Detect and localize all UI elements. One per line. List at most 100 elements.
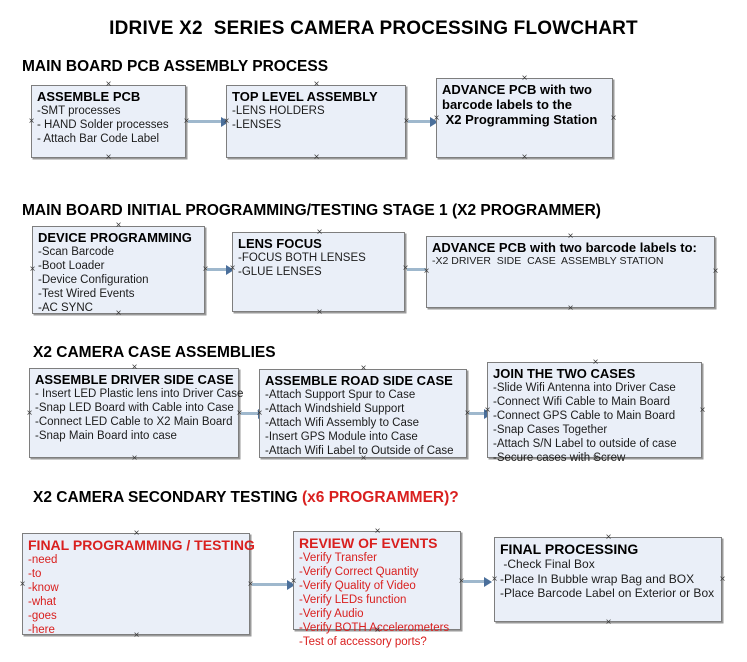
box-line: -Attach Wifi Label to Outside of Case (265, 445, 454, 457)
box-line: -Snap LED Board with Cable into Case (35, 402, 234, 414)
selection-handle-bottom[interactable] (520, 153, 529, 162)
box-line: -Place Barcode Label on Exterior or Box (500, 586, 715, 600)
connector-line (407, 268, 431, 271)
box-line: -Device Configuration (38, 274, 149, 286)
selection-handle-top[interactable] (130, 363, 139, 372)
box-line: - Insert LED Plastic lens into Driver Ca… (35, 388, 244, 400)
selection-handle-left[interactable] (18, 580, 27, 589)
selection-handle-top[interactable] (604, 533, 613, 542)
selection-handle-left[interactable] (28, 265, 37, 274)
process-box-lens-focus[interactable]: LENS FOCUS -FOCUS BOTH LENSES -GLUE LENS… (232, 232, 405, 312)
process-box-final-processing[interactable]: FINAL PROCESSING -Check Final Box -Place… (494, 537, 722, 622)
selection-handle-left[interactable] (432, 114, 441, 123)
selection-handle-top[interactable] (312, 80, 321, 89)
selection-handle-right[interactable] (609, 114, 618, 123)
process-box-device-programming[interactable]: DEVICE PROGRAMMING -Scan Barcode -Boot L… (32, 226, 205, 314)
process-box-final-programming-testing[interactable]: FINAL PROGRAMMING / TESTING -need -to -k… (22, 533, 255, 636)
selection-handle-left[interactable] (289, 577, 298, 586)
box-line: -Verify BOTH Accelerometers (299, 622, 450, 634)
box-line: -what (28, 596, 57, 608)
box-line: -here (28, 624, 55, 636)
process-box-assemble-driver-side-case[interactable]: ASSEMBLE DRIVER SIDE CASE - Insert LED P… (29, 368, 244, 458)
box-line: - Attach Bar Code Label (37, 133, 160, 145)
box-title: FINAL PROCESSING (500, 541, 639, 557)
box-line: -Place In Bubble wrap Bag and BOX (500, 571, 695, 586)
box-title: LENS FOCUS (238, 236, 322, 251)
box-title-line3: X2 Programming Station (442, 112, 598, 127)
connector-line (188, 120, 224, 123)
box-title: ADVANCE PCB with two barcode labels to: (432, 240, 697, 255)
process-box-assemble-road-side-case[interactable]: ASSEMBLE ROAD SIDE CASE -Attach Support … (259, 369, 467, 458)
connector-line (408, 120, 433, 123)
section-heading-text: X2 CAMERA SECONDARY TESTING (33, 489, 302, 506)
selection-handle-top[interactable] (104, 80, 113, 89)
box-line: -Insert GPS Module into Case (265, 431, 418, 443)
connector-line (252, 583, 290, 586)
selection-handle-left[interactable] (483, 406, 492, 415)
box-title: ASSEMBLE PCB (37, 89, 141, 104)
section-heading-x2-camera-secondary-testing: X2 CAMERA SECONDARY TESTING (x6 PROGRAMM… (33, 489, 459, 507)
page-title: IDRIVE X2 SERIES CAMERA PROCESSING FLOWC… (109, 18, 638, 39)
box-title: JOIN THE TWO CASES (493, 366, 636, 381)
selection-handle-bottom[interactable] (130, 454, 139, 463)
selection-handle-bottom[interactable] (114, 309, 123, 318)
selection-handle-left[interactable] (255, 409, 264, 418)
selection-handle-bottom[interactable] (604, 618, 613, 627)
selection-handle-bottom[interactable] (373, 626, 382, 635)
box-line: -Attach Windshield Support (265, 403, 405, 415)
selection-handle-left[interactable] (222, 117, 231, 126)
box-line: -Attach Support Spur to Case (265, 389, 416, 401)
box-line: -Test Wired Events (38, 288, 135, 300)
selection-handle-left[interactable] (422, 267, 431, 276)
process-box-join-the-two-cases[interactable]: JOIN THE TWO CASES -Slide Wifi Antenna i… (487, 362, 702, 464)
selection-handle-bottom[interactable] (315, 308, 324, 317)
selection-handle-left[interactable] (228, 264, 237, 273)
box-line: -Attach S/N Label to outside of case (493, 438, 677, 450)
selection-handle-top[interactable] (373, 527, 382, 536)
selection-handle-top[interactable] (315, 228, 324, 237)
selection-handle-bottom[interactable] (132, 631, 141, 640)
connector-line (207, 268, 229, 271)
selection-handle-top[interactable] (359, 364, 368, 373)
box-title: ADVANCE PCB with two (442, 82, 592, 97)
box-title: TOP LEVEL ASSEMBLY (232, 89, 378, 104)
selection-handle-top[interactable] (114, 221, 123, 230)
box-line-overflow: -Test of accessory ports? (299, 636, 427, 648)
process-box-review-of-events[interactable]: REVIEW OF EVENTS -Verify Transfer -Verif… (293, 531, 461, 648)
box-line: -Scan Barcode (38, 246, 115, 258)
selection-handle-left[interactable] (25, 409, 34, 418)
box-line: -Boot Loader (38, 260, 105, 272)
selection-handle-top[interactable] (591, 358, 600, 367)
selection-handle-bottom[interactable] (591, 454, 600, 463)
box-line: -Snap Cases Together (493, 424, 608, 436)
selection-handle-top[interactable] (132, 529, 141, 538)
selection-handle-bottom[interactable] (104, 153, 113, 162)
process-box-assemble-pcb[interactable]: ASSEMBLE PCB -SMT processes - HAND Solde… (31, 85, 186, 158)
box-line: -X2 DRIVER SIDE CASE ASSEMBLY STATION (432, 255, 664, 267)
selection-handle-bottom[interactable] (312, 153, 321, 162)
process-box-advance-pcb-to-driver-side-case[interactable]: ADVANCE PCB with two barcode labels to: … (426, 236, 715, 308)
selection-handle-left[interactable] (490, 575, 499, 584)
section-heading-main-board-pcb-assembly: MAIN BOARD PCB ASSEMBLY PROCESS (22, 58, 329, 75)
box-line: -Slide Wifi Antenna into Driver Case (493, 382, 676, 394)
box-title-line2: barcode labels to the (442, 97, 573, 112)
selection-handle-right[interactable] (698, 406, 707, 415)
section-heading-x2-camera-case-assemblies: X2 CAMERA CASE ASSEMBLIES (33, 344, 276, 361)
box-line: -goes (28, 610, 57, 622)
selection-handle-left[interactable] (27, 117, 36, 126)
box-line: -SMT processes (37, 105, 121, 117)
box-line: - HAND Solder processes (37, 119, 169, 131)
selection-handle-top[interactable] (566, 232, 575, 241)
selection-handle-right[interactable] (711, 267, 720, 276)
selection-handle-bottom[interactable] (359, 454, 368, 463)
box-title: ASSEMBLE DRIVER SIDE CASE (35, 372, 234, 387)
process-box-advance-pcb-to-programming-station[interactable]: ADVANCE PCB with two barcode labels to t… (436, 78, 613, 158)
selection-handle-top[interactable] (520, 74, 529, 83)
process-box-top-level-assembly[interactable]: TOP LEVEL ASSEMBLY -LENS HOLDERS -LENSES (226, 85, 406, 158)
selection-handle-right[interactable] (718, 575, 727, 584)
box-line: -Snap Main Board into case (35, 430, 177, 442)
box-line: -Verify Audio (299, 608, 364, 620)
selection-handle-bottom[interactable] (566, 304, 575, 313)
box-line: -Verify Quality of Video (299, 580, 416, 592)
